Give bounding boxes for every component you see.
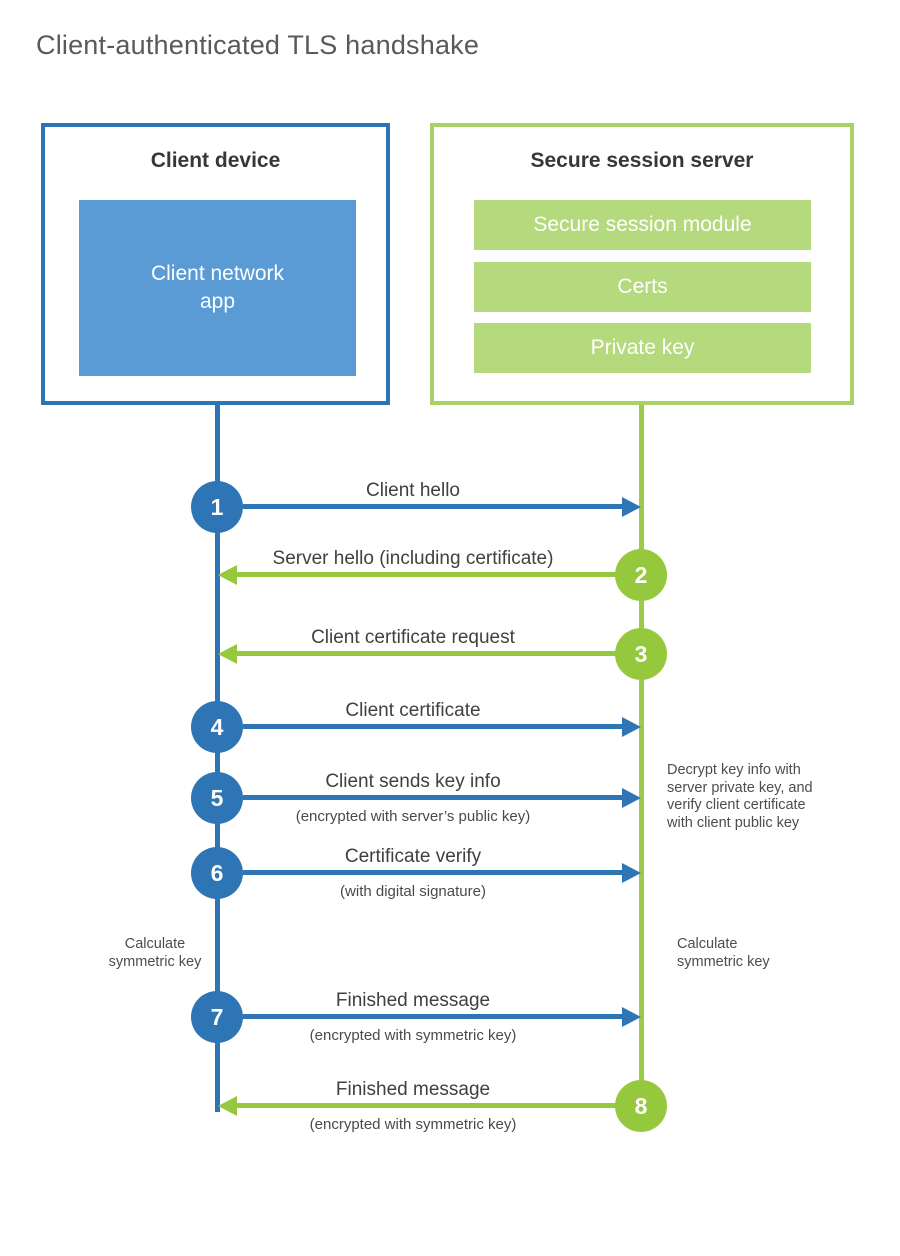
arrow-line <box>243 724 622 729</box>
client-network-app-label: Client network app <box>150 262 285 313</box>
arrow-right-icon <box>622 788 641 808</box>
message-label: Finished message <box>335 1079 491 1100</box>
step-circle-8: 8 <box>615 1080 667 1132</box>
arrow-line <box>236 1103 616 1108</box>
arrow-line <box>243 795 622 800</box>
step-number: 4 <box>210 713 224 740</box>
server-lifeline <box>639 405 644 1106</box>
step-number: 8 <box>634 1092 648 1119</box>
message-label: Client sends key info <box>325 771 501 792</box>
server-module-certs: Certs <box>474 262 811 312</box>
arrow-left-icon <box>218 565 237 585</box>
client-lifeline <box>215 405 220 1112</box>
arrow-right-icon <box>622 1007 641 1027</box>
message-label: Client certificate <box>345 700 481 721</box>
step-circle-5: 5 <box>191 772 243 824</box>
arrow-right-icon <box>622 863 641 883</box>
step-number: 3 <box>634 640 648 667</box>
server-calculate-symmetric-key-note: Calculate symmetric key <box>677 936 770 970</box>
arrow-line <box>243 504 622 509</box>
message-label: Client hello <box>366 480 460 501</box>
client-calculate-symmetric-key-note: Calculate symmetric key <box>108 936 202 970</box>
arrow-line <box>236 651 616 656</box>
message-sublabel: (encrypted with symmetric key) <box>309 1027 517 1044</box>
step-number: 2 <box>634 561 648 588</box>
step-number: 7 <box>210 1003 224 1030</box>
page-title: Client-authenticated TLS handshake <box>36 30 480 60</box>
message-sublabel: (with digital signature) <box>340 883 486 900</box>
message-sublabel: (encrypted with symmetric key) <box>309 1116 517 1133</box>
message-sublabel: (encrypted with server’s public key) <box>295 808 531 825</box>
arrow-left-icon <box>218 1096 237 1116</box>
arrow-right-icon <box>622 717 641 737</box>
arrow-line <box>236 572 616 577</box>
step-number: 1 <box>210 493 224 520</box>
step-number: 6 <box>210 859 224 886</box>
step-circle-7: 7 <box>191 991 243 1043</box>
message-label: Client certificate request <box>311 627 515 648</box>
step-circle-3: 3 <box>615 628 667 680</box>
server-decrypt-note: Decrypt key info with server private key… <box>667 762 813 831</box>
arrow-right-icon <box>622 497 641 517</box>
server-module-secure-session-module: Secure session module <box>474 200 811 250</box>
arrow-line <box>243 1014 622 1019</box>
message-label: Server hello (including certificate) <box>272 548 554 569</box>
step-circle-6: 6 <box>191 847 243 899</box>
step-circle-2: 2 <box>615 549 667 601</box>
message-label: Finished message <box>335 990 491 1011</box>
step-circle-1: 1 <box>191 481 243 533</box>
server-module-private-key: Private key <box>474 323 811 373</box>
client-network-app-block: Client network app <box>79 200 356 376</box>
arrow-left-icon <box>218 644 237 664</box>
step-number: 5 <box>210 784 224 811</box>
client-device-heading: Client device <box>150 149 281 172</box>
message-label: Certificate verify <box>344 846 482 867</box>
step-circle-4: 4 <box>191 701 243 753</box>
secure-session-server-heading: Secure session server <box>530 149 754 172</box>
arrow-line <box>243 870 622 875</box>
